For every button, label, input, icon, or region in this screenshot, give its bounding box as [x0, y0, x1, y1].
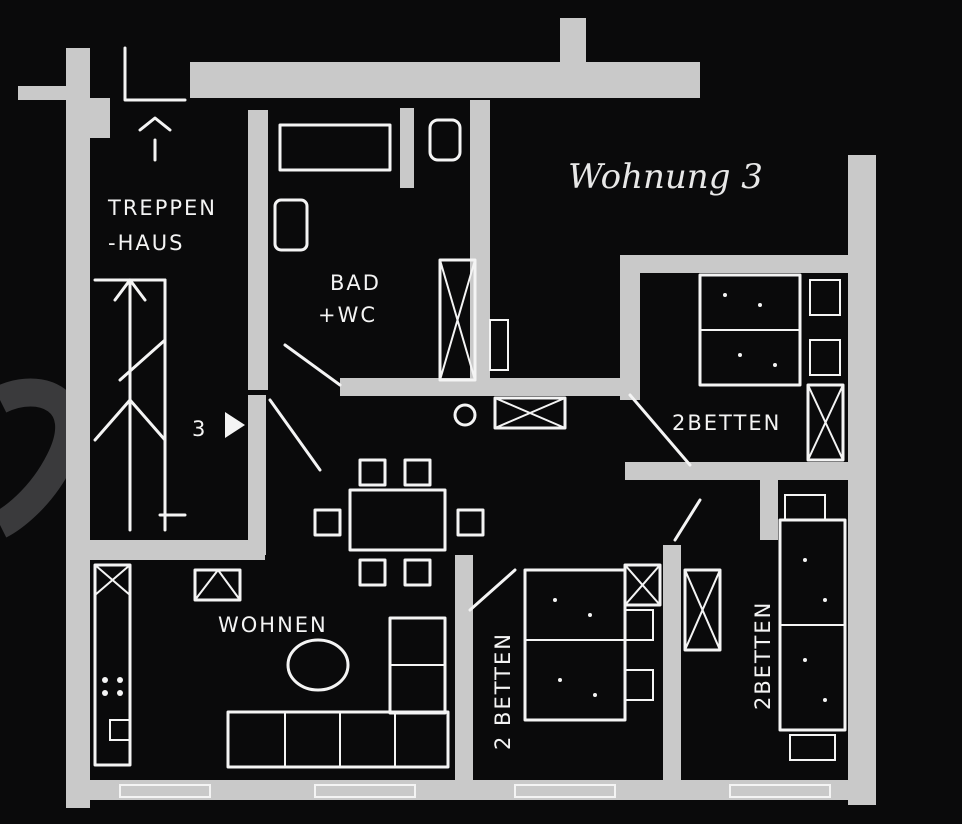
living-furniture — [193, 568, 450, 769]
kitchen — [93, 563, 132, 767]
entrance-arrow-icon — [225, 412, 245, 438]
dining-table — [313, 458, 485, 587]
bath-label-line2: +WC — [318, 303, 377, 327]
entrance-marker: 3 — [192, 412, 245, 441]
bath-label-line1: BAD — [330, 271, 381, 295]
bedroom-2-label: 2 BETTEN — [491, 632, 515, 750]
stairwell-label-line1: TREPPEN — [107, 196, 217, 220]
bathroom-fixtures — [273, 118, 509, 382]
living-label: WOHNEN — [218, 613, 328, 637]
bedroom-2-beds — [523, 563, 662, 722]
bedroom-1-label: 2BETTEN — [672, 411, 781, 435]
bedroom-1-beds — [698, 273, 845, 462]
closet — [453, 396, 567, 430]
windows — [119, 784, 831, 798]
stairwell-label-line2: -HAUS — [108, 231, 184, 255]
bedroom-3-label: 2BETTEN — [751, 601, 775, 710]
plan-title: Wohnung 3 — [568, 157, 763, 197]
bedroom-3-beds — [683, 494, 847, 761]
staircase — [93, 116, 187, 532]
doors — [123, 46, 702, 612]
watermark-swirl — [0, 378, 84, 538]
entrance-number: 3 — [192, 417, 207, 441]
walls — [18, 18, 876, 808]
